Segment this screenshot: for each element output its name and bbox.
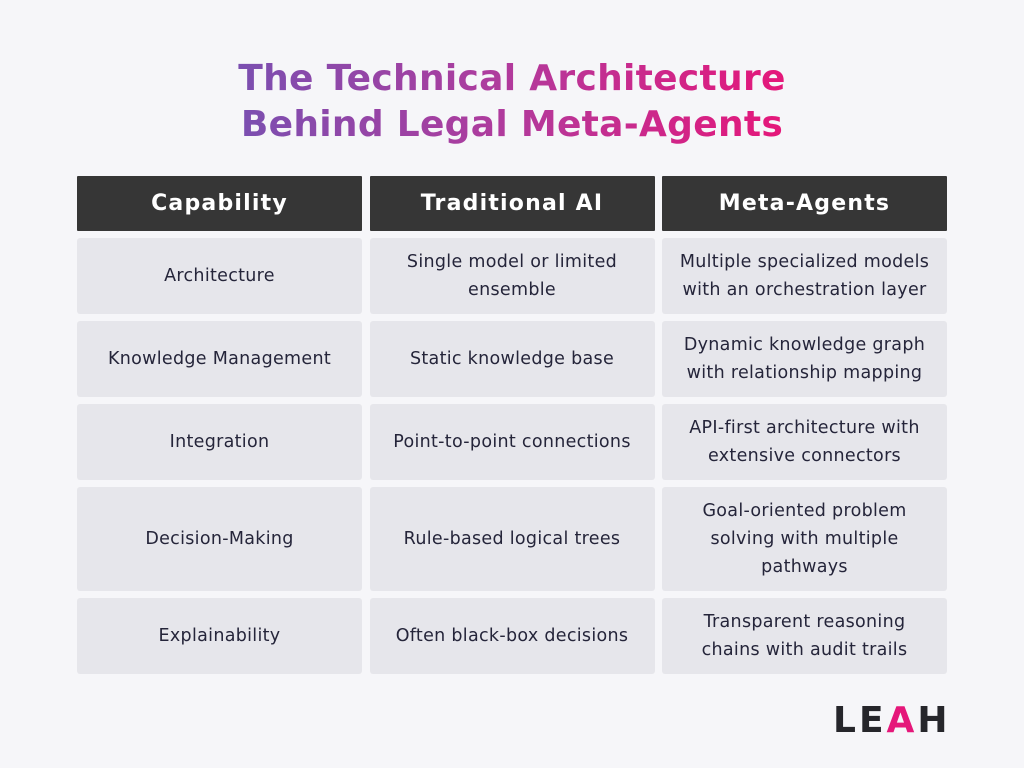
cell-meta-agents: Multiple specialized models with an orch… bbox=[662, 238, 947, 314]
header-traditional-ai: Traditional AI bbox=[369, 176, 655, 231]
cell-traditional-ai: Rule-based logical trees bbox=[369, 487, 655, 591]
cell-capability: Explainability bbox=[77, 598, 362, 674]
comparison-table: Capability Traditional AI Meta-Agents Ar… bbox=[77, 176, 947, 674]
cell-traditional-ai: Point-to-point connections bbox=[369, 404, 655, 480]
cell-traditional-ai: Often black-box decisions bbox=[369, 598, 655, 674]
header-meta-agents: Meta-Agents bbox=[662, 176, 947, 231]
logo-accent-letter: A bbox=[886, 699, 918, 741]
cell-meta-agents: Goal-oriented problem solving with multi… bbox=[662, 487, 947, 591]
title-line-2: Behind Legal Meta-Agents bbox=[241, 102, 783, 148]
header-capability: Capability bbox=[77, 176, 362, 231]
logo-text-end: H bbox=[917, 699, 951, 741]
cell-capability: Architecture bbox=[77, 238, 362, 314]
cell-meta-agents: Transparent reasoning chains with audit … bbox=[662, 598, 947, 674]
page-title: The Technical Architecture Behind Legal … bbox=[0, 56, 1024, 148]
title-line-1: The Technical Architecture bbox=[238, 56, 785, 102]
logo-text-start: LE bbox=[833, 699, 887, 741]
cell-capability: Knowledge Management bbox=[77, 321, 362, 397]
cell-capability: Decision-Making bbox=[77, 487, 362, 591]
cell-capability: Integration bbox=[77, 404, 362, 480]
cell-traditional-ai: Static knowledge base bbox=[369, 321, 655, 397]
cell-traditional-ai: Single model or limited ensemble bbox=[369, 238, 655, 314]
cell-meta-agents: API-first architecture with extensive co… bbox=[662, 404, 947, 480]
cell-meta-agents: Dynamic knowledge graph with relationshi… bbox=[662, 321, 947, 397]
